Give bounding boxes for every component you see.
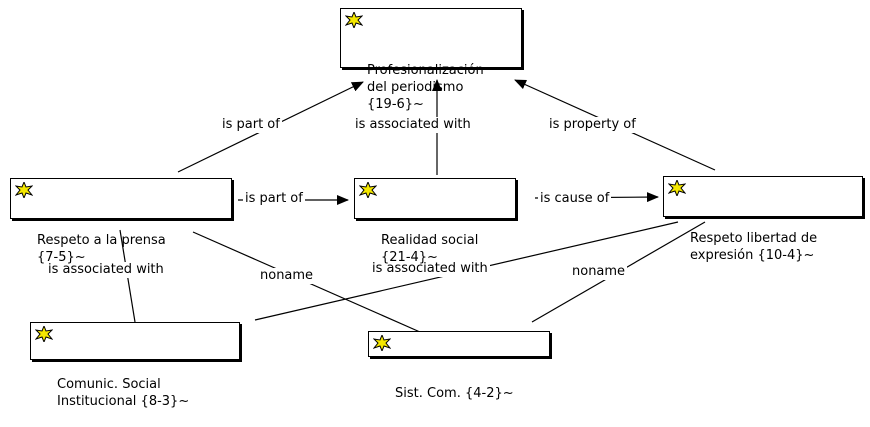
node-label: Respeto libertad de expresión {10-4}~ <box>690 231 818 263</box>
node-label: Respeto a la prensa {7-5}~ <box>37 233 166 265</box>
edge-label-prensa-prof: is part of <box>220 117 282 133</box>
node-label: Realidad social {21-4}~ <box>381 233 479 265</box>
node-realidad-social[interactable]: Realidad social {21-4}~ <box>354 178 516 265</box>
concept-star-icon <box>345 12 363 28</box>
concept-star-icon <box>15 182 33 198</box>
edge-label-prensa-realidad: is part of <box>243 191 305 207</box>
node-label: Sist. Com. {4-2}~ <box>395 386 514 401</box>
node-label: Profesionalización del periodismo {19-6}… <box>367 63 484 112</box>
concept-star-icon <box>373 335 391 351</box>
concept-star-icon <box>668 180 686 196</box>
concept-star-icon <box>359 182 377 198</box>
edge-label-libertad-sist: noname <box>570 264 628 280</box>
node-label: Comunic. Social Institucional {8-3}~ <box>57 377 190 409</box>
node-respeto-libertad[interactable]: Respeto libertad de expresión {10-4}~ <box>663 176 863 263</box>
edge-label-libertad-prof: is property of <box>547 117 638 133</box>
node-comunic-social[interactable]: Comunic. Social Institucional {8-3}~ <box>30 322 240 409</box>
edge-label-prensa-comunic: is associated with <box>46 262 166 278</box>
edge-label-realidad-prof: is associated with <box>353 117 473 133</box>
concept-star-icon <box>35 326 53 342</box>
node-sist-com[interactable]: Sist. Com. {4-2}~ <box>368 331 550 401</box>
node-respeto-prensa[interactable]: Respeto a la prensa {7-5}~ <box>10 178 232 265</box>
edge-label-realidad-libertad: is cause of <box>538 191 612 207</box>
edge-label-libertad-comunic: is associated with <box>370 261 490 277</box>
edge-label-prensa-sist: noname <box>258 268 316 284</box>
node-profesionalizacion[interactable]: Profesionalización del periodismo {19-6}… <box>340 8 522 112</box>
